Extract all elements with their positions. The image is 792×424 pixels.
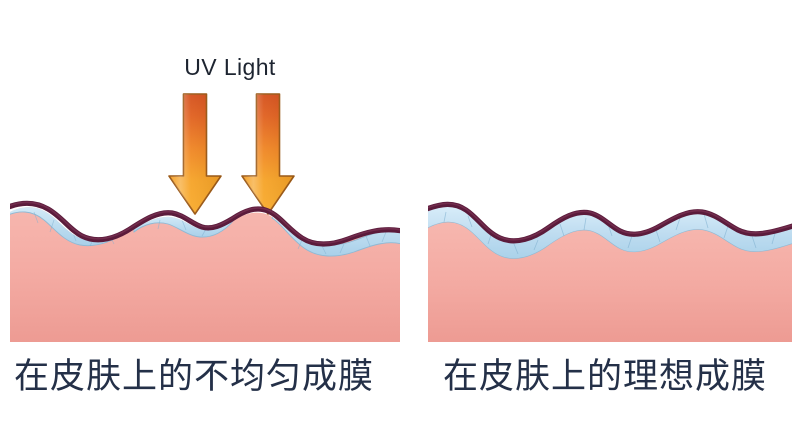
skin-body-layer bbox=[428, 222, 792, 342]
skin-surface-line bbox=[428, 201, 792, 244]
uv-light-arrow-icon bbox=[240, 92, 296, 218]
uv-light-label: UV Light bbox=[184, 54, 276, 80]
uv-light-arrow-icon bbox=[167, 92, 223, 218]
caption-ideal-film: 在皮肤上的理想成膜 bbox=[443, 357, 768, 396]
skin-diagram-uneven bbox=[10, 196, 400, 342]
caption-uneven-film: 在皮肤上的不均匀成膜 bbox=[14, 357, 375, 396]
skin-diagram-ideal bbox=[428, 196, 792, 342]
skin-surface-line bbox=[10, 200, 400, 247]
